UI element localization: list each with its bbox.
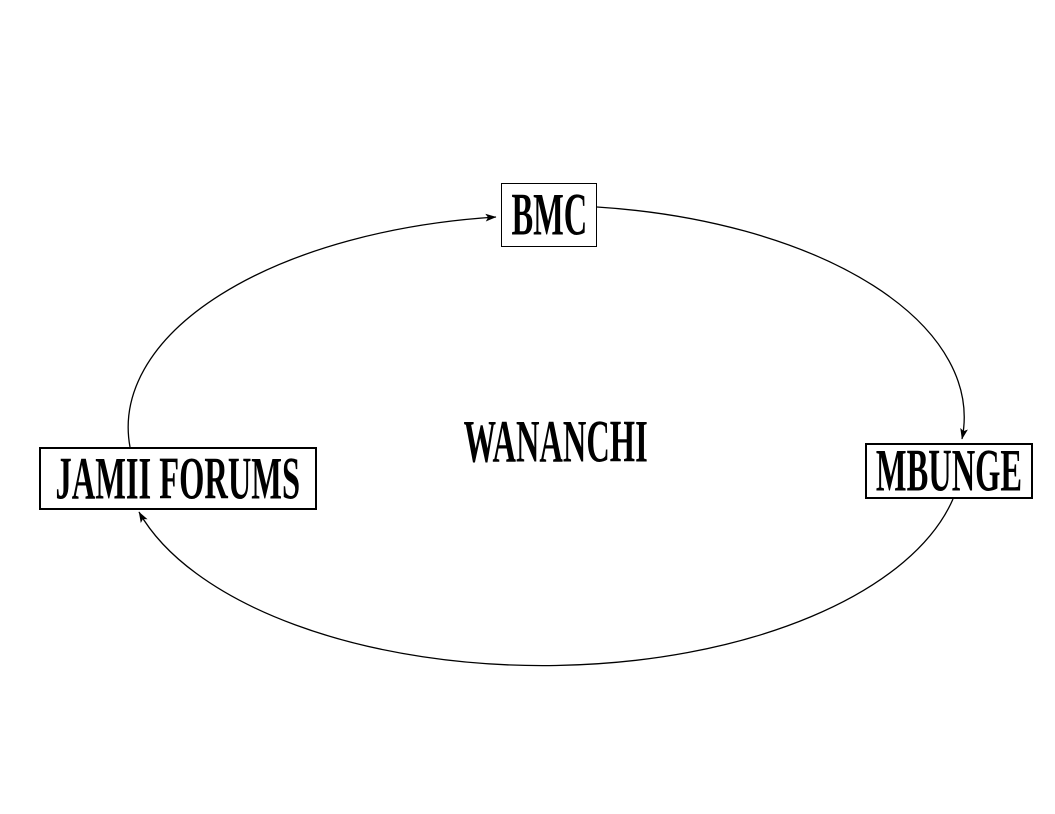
node-jamii-forums: JAMII FORUMS (39, 447, 317, 510)
node-bmc-label: BMC (511, 181, 587, 249)
center-label-text: WANANCHI (463, 408, 649, 476)
arrow-jamii-forums-to-bmc (127, 213, 497, 448)
arrow-mbunge-to-jamii-forums (138, 498, 954, 667)
node-mbunge: MBUNGE (865, 437, 1033, 505)
arrow-bmc-to-mbunge (596, 206, 968, 440)
node-mbunge-label: MBUNGE (875, 437, 1023, 505)
center-label-wananchi: WANANCHI (406, 408, 706, 476)
node-jamii-forums-label: JAMII FORUMS (55, 445, 301, 512)
node-bmc: BMC (501, 183, 597, 247)
